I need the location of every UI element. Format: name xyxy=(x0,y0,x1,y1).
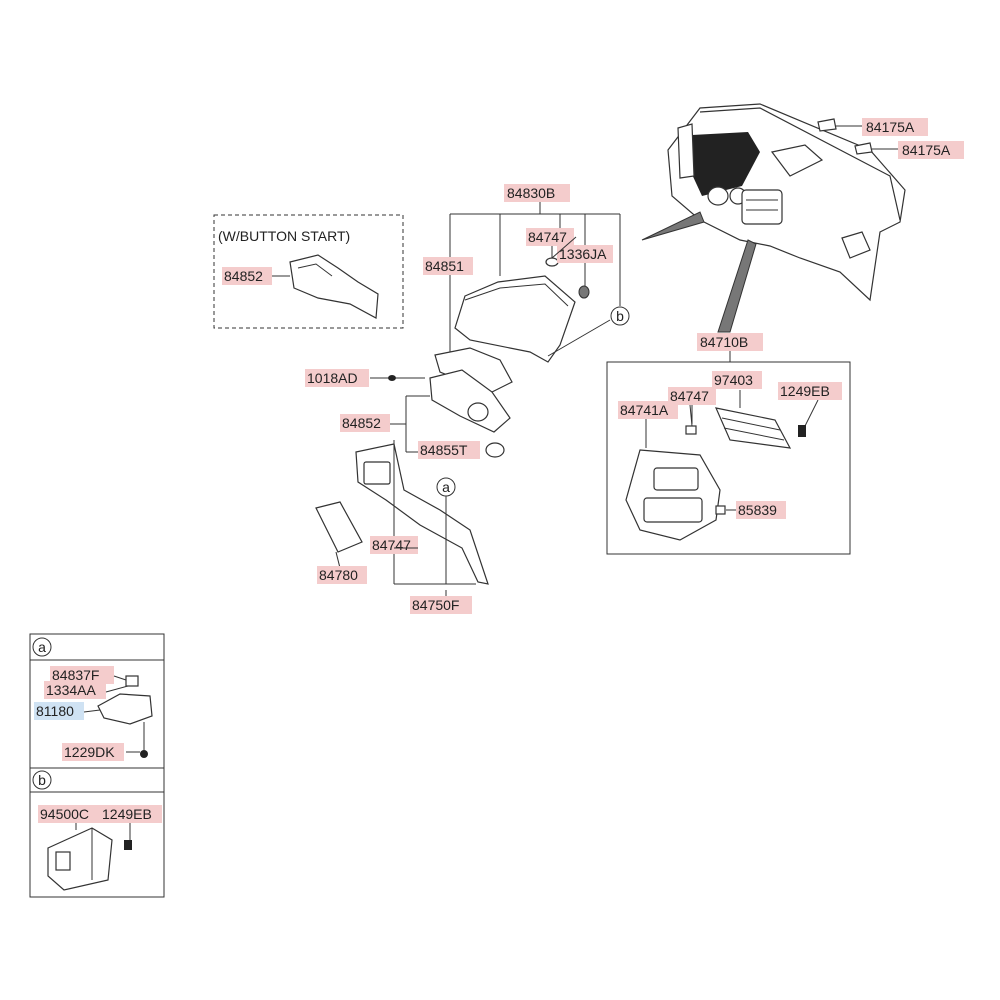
svg-text:84747: 84747 xyxy=(670,388,709,404)
callout-a-detail: a xyxy=(32,637,52,657)
label-84747-top: 84747 xyxy=(526,228,574,246)
part-84852-drawing xyxy=(429,369,511,433)
svg-text:94500C: 94500C xyxy=(40,806,89,822)
label-84851: 84851 xyxy=(423,257,473,275)
svg-text:84780: 84780 xyxy=(319,567,358,583)
label-84710B: 84710B xyxy=(697,333,763,351)
part-84855T-drawing xyxy=(485,442,505,458)
svg-text:a: a xyxy=(38,639,46,655)
part-84851-drawing xyxy=(434,347,513,393)
part-84830B-drawing xyxy=(454,275,576,363)
label-1018AD: 1018AD xyxy=(305,369,369,387)
label-1334AA: 1334AA xyxy=(44,681,106,699)
label-81180: 81180 xyxy=(34,702,84,720)
svg-text:84175A: 84175A xyxy=(902,142,951,158)
label-84750F: 84750F xyxy=(410,596,472,614)
part-84741A-drawing xyxy=(625,449,721,541)
label-84747-right: 84747 xyxy=(668,387,716,405)
center-fascia-box xyxy=(606,361,851,555)
part-97403-drawing xyxy=(714,407,792,449)
dashboard-assembly-drawing xyxy=(641,103,906,333)
label-1229DK: 1229DK xyxy=(62,743,124,761)
detail-b-box xyxy=(29,767,165,898)
svg-text:84710B: 84710B xyxy=(700,334,748,350)
svg-text:84741A: 84741A xyxy=(620,402,669,418)
label-1249EB-right: 1249EB xyxy=(778,382,842,400)
callout-b-main: b xyxy=(610,306,630,326)
svg-text:84747: 84747 xyxy=(372,537,411,553)
part-84780-drawing xyxy=(315,501,363,553)
label-97403: 97403 xyxy=(712,371,762,389)
svg-text:84747: 84747 xyxy=(528,229,567,245)
svg-text:81180: 81180 xyxy=(36,703,74,719)
label-84852: 84852 xyxy=(340,414,390,432)
svg-text:b: b xyxy=(38,772,46,788)
label-84855T: 84855T xyxy=(418,441,480,459)
svg-text:84852: 84852 xyxy=(224,268,263,284)
svg-text:84837F: 84837F xyxy=(52,667,99,683)
svg-text:1336JA: 1336JA xyxy=(559,246,607,262)
label-84830B: 84830B xyxy=(504,184,570,202)
label-1249EB-detail-b: 1249EB xyxy=(100,805,162,823)
svg-text:97403: 97403 xyxy=(714,372,753,388)
label-84747-lower: 84747 xyxy=(370,536,418,554)
label-85839: 85839 xyxy=(736,501,786,519)
label-84175A-2: 84175A xyxy=(898,141,964,159)
part-81180-drawing xyxy=(97,693,153,725)
label-84741A: 84741A xyxy=(618,401,678,419)
svg-text:84830B: 84830B xyxy=(507,185,555,201)
option-box xyxy=(213,214,404,329)
svg-text:84750F: 84750F xyxy=(412,597,459,613)
note-button-start: (W/BUTTON START) xyxy=(218,228,350,244)
svg-text:1249EB: 1249EB xyxy=(102,806,152,822)
svg-text:84855T: 84855T xyxy=(420,442,468,458)
svg-text:a: a xyxy=(442,479,450,495)
svg-text:1334AA: 1334AA xyxy=(46,682,96,698)
svg-text:84851: 84851 xyxy=(425,258,464,274)
label-84780: 84780 xyxy=(317,566,367,584)
label-84852-option: 84852 xyxy=(222,267,272,285)
part-84852-option-drawing xyxy=(289,254,379,319)
svg-text:84175A: 84175A xyxy=(866,119,915,135)
svg-text:b: b xyxy=(616,308,624,324)
svg-text:1018AD: 1018AD xyxy=(307,370,358,386)
label-84837F: 84837F xyxy=(50,666,114,684)
label-94500C: 94500C xyxy=(38,805,102,823)
label-1336JA: 1336JA xyxy=(557,245,613,263)
svg-text:84852: 84852 xyxy=(342,415,381,431)
callout-b-detail: b xyxy=(32,770,52,790)
svg-text:1229DK: 1229DK xyxy=(64,744,115,760)
svg-text:85839: 85839 xyxy=(738,502,777,518)
callout-a-main: a xyxy=(436,477,456,497)
svg-text:1249EB: 1249EB xyxy=(780,383,830,399)
label-84175A-1: 84175A xyxy=(862,118,928,136)
